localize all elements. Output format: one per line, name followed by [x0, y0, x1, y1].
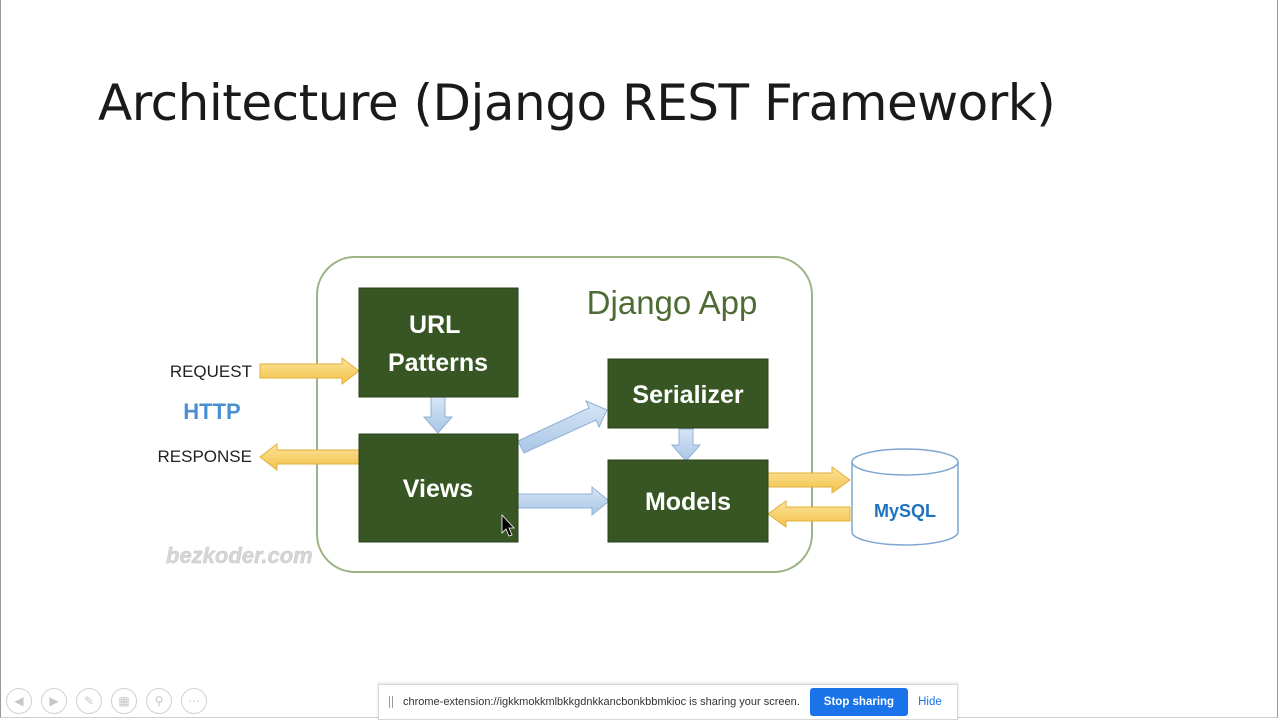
serializer-label: Serializer	[632, 381, 743, 409]
mouse-cursor	[501, 513, 515, 537]
models-box	[607, 459, 769, 543]
slide-title: Architecture (Django REST Framework)	[98, 74, 1056, 132]
request-label: REQUEST	[170, 362, 252, 381]
url-patterns-label-line2: Patterns	[388, 349, 488, 377]
views-box	[358, 433, 519, 543]
zoom-icon[interactable]: ⚲	[146, 688, 172, 714]
mysql-label: MySQL	[874, 501, 936, 521]
watermark: bezkoder.com	[166, 543, 313, 568]
arrow-views-to-serializer	[517, 400, 608, 454]
share-message: chrome-extension://igkkmokkmlbkkgdnkkanc…	[403, 696, 800, 708]
response-label: RESPONSE	[158, 447, 252, 466]
next-icon[interactable]: ▶	[41, 688, 67, 714]
django-app-label: Django App	[587, 284, 758, 321]
more-icon[interactable]: ⋯	[181, 688, 207, 714]
arrow-models-to-mysql	[767, 466, 851, 494]
url-patterns-label-line1: URL	[409, 311, 460, 339]
mysql-database: MySQL	[851, 448, 959, 546]
stop-sharing-button[interactable]: Stop sharing	[809, 688, 909, 716]
arrow-mysql-to-models	[767, 500, 851, 528]
url-patterns-box	[358, 287, 519, 398]
views-label: Views	[403, 475, 473, 503]
arrow-url-to-views	[422, 396, 454, 434]
arrow-serializer-to-models	[670, 428, 702, 462]
http-label: HTTP	[183, 399, 240, 424]
svg-text:URL Patterns: URL Patterns	[388, 311, 488, 377]
hide-button[interactable]: Hide	[918, 696, 942, 708]
models-label: Models	[645, 488, 731, 516]
pen-icon[interactable]: ✎	[76, 688, 102, 714]
request-arrow	[259, 356, 360, 386]
drag-handle-icon[interactable]	[389, 696, 393, 708]
serializer-box	[607, 358, 769, 429]
response-arrow	[259, 442, 360, 472]
slides-icon[interactable]: ▦	[111, 688, 137, 714]
presentation-controls: ◀ ▶ ✎ ▦ ⚲ ⋯	[6, 688, 207, 716]
arrow-views-to-models	[517, 485, 610, 517]
screen-share-bar: chrome-extension://igkkmokkmlbkkgdnkkanc…	[378, 684, 958, 720]
previous-icon[interactable]: ◀	[6, 688, 32, 714]
